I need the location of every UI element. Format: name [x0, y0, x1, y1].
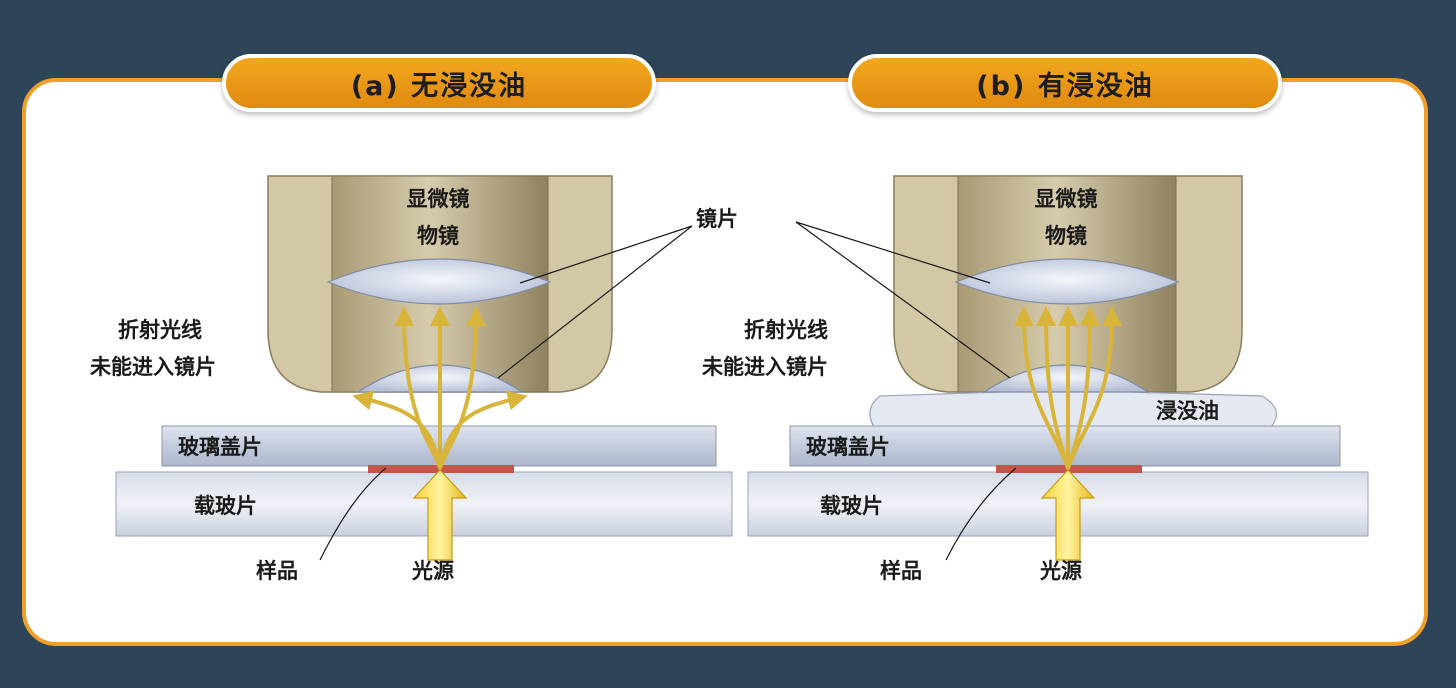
objective-label-b-1: 显微镜 [1035, 187, 1098, 211]
rays-b [1014, 306, 1122, 470]
leaders-a [319, 225, 693, 561]
refracted-label-b-1: 折射光线 [744, 318, 828, 342]
panel-a-drawing: 显微镜 物镜 镜片 折射光线 未能进入镜片 玻璃盖片 载玻片 样品 光源 [90, 175, 738, 583]
upper-lens-b [954, 258, 1180, 305]
slide-label-b: 载玻片 [820, 494, 883, 518]
rays-a [352, 306, 528, 470]
sample-label-a: 样品 [256, 559, 298, 583]
light-arrow-a [412, 469, 468, 561]
ray-a-2 [394, 306, 442, 470]
ray-b-2 [1036, 306, 1070, 470]
ray-a-1 [352, 390, 442, 470]
cover-glass-label-a: 玻璃盖片 [178, 435, 262, 459]
leaders-b [795, 221, 1017, 561]
ray-b-5 [1066, 306, 1122, 470]
light-source-label-b: 光源 [1039, 559, 1082, 583]
panel-b-drawing: 显微镜 物镜 折射光线 未能进入镜片 浸没油 玻璃盖片 载玻片 样品 光源 [702, 175, 1369, 583]
panel-a-title: (a) 无浸没油 [222, 54, 656, 112]
light-source-label-a: 光源 [411, 559, 454, 583]
immersion-oil-label: 浸没油 [1156, 399, 1219, 423]
cover-glass-label-b: 玻璃盖片 [806, 435, 890, 459]
lens-label: 镜片 [696, 207, 738, 231]
slide-label-a: 载玻片 [194, 494, 257, 518]
light-arrow-b [1040, 469, 1096, 561]
objective-label-a-2: 物镜 [417, 224, 459, 248]
refracted-label-a-1: 折射光线 [118, 318, 202, 342]
objective-label-a-1: 显微镜 [407, 187, 470, 211]
ray-a-5 [438, 390, 528, 470]
upper-lens-a [326, 258, 552, 305]
objective-label-b-2: 物镜 [1045, 224, 1087, 248]
refracted-label-b-2: 未能进入镜片 [702, 355, 828, 379]
slide-a [115, 471, 733, 537]
sample-label-b: 样品 [880, 559, 922, 583]
refracted-label-a-2: 未能进入镜片 [90, 355, 216, 379]
panel-b-title: (b) 有浸没油 [848, 54, 1282, 112]
